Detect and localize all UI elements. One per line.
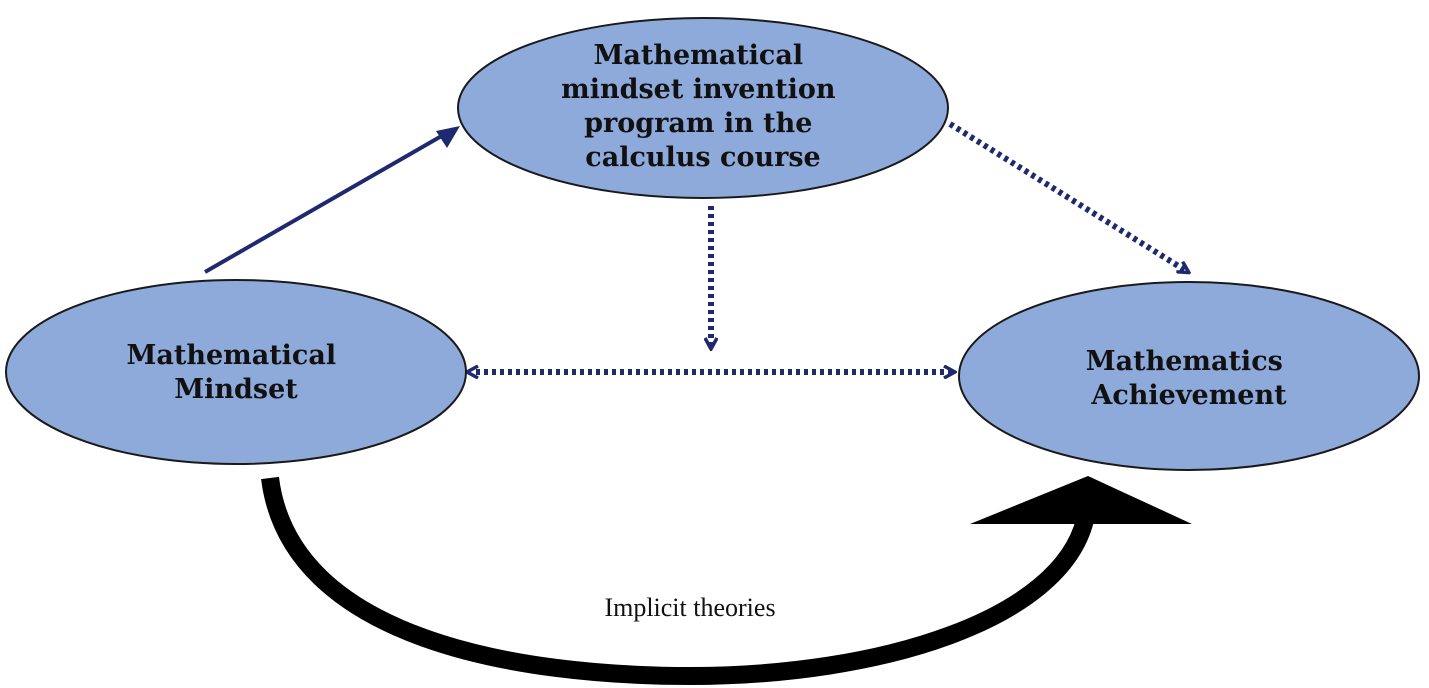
- program-label-line-1: Mathematical: [593, 40, 803, 71]
- achievement-label-line-2: Achievement: [1090, 380, 1287, 411]
- node-achievement: Mathematics Achievement: [958, 281, 1420, 471]
- program-label-line-4: calculus course: [585, 142, 820, 173]
- node-program: Mathematical mindset invention program i…: [457, 17, 949, 199]
- svg-text:Mathematical Mindset: Mathematical Mindset: [126, 340, 345, 405]
- implicit-theories-label: Implicit theories: [604, 593, 775, 622]
- achievement-label-line-1: Mathematics: [1086, 346, 1283, 377]
- svg-text:Mathematical mindset inv: Mathematical mindset invention program i…: [561, 40, 845, 173]
- mindset-label-line-1: Mathematical: [126, 340, 336, 371]
- arrow-program-to-achievement: [948, 121, 1188, 275]
- mindset-label-line-2: Mindset: [174, 374, 298, 405]
- program-label-line-2: mindset invention: [561, 74, 836, 105]
- node-mindset: Mathematical Mindset: [5, 279, 467, 465]
- arrow-mindset-to-program: [204, 128, 453, 274]
- svg-text:Mathematics Achievement: Mathematics Achievement: [1086, 346, 1293, 411]
- program-label-line-3: program in the: [584, 108, 812, 139]
- implicit-theories-curve: [261, 476, 1094, 686]
- implicit-theories-arrowhead: [970, 476, 1192, 524]
- arrow-mindset-to-program-head: [436, 126, 460, 148]
